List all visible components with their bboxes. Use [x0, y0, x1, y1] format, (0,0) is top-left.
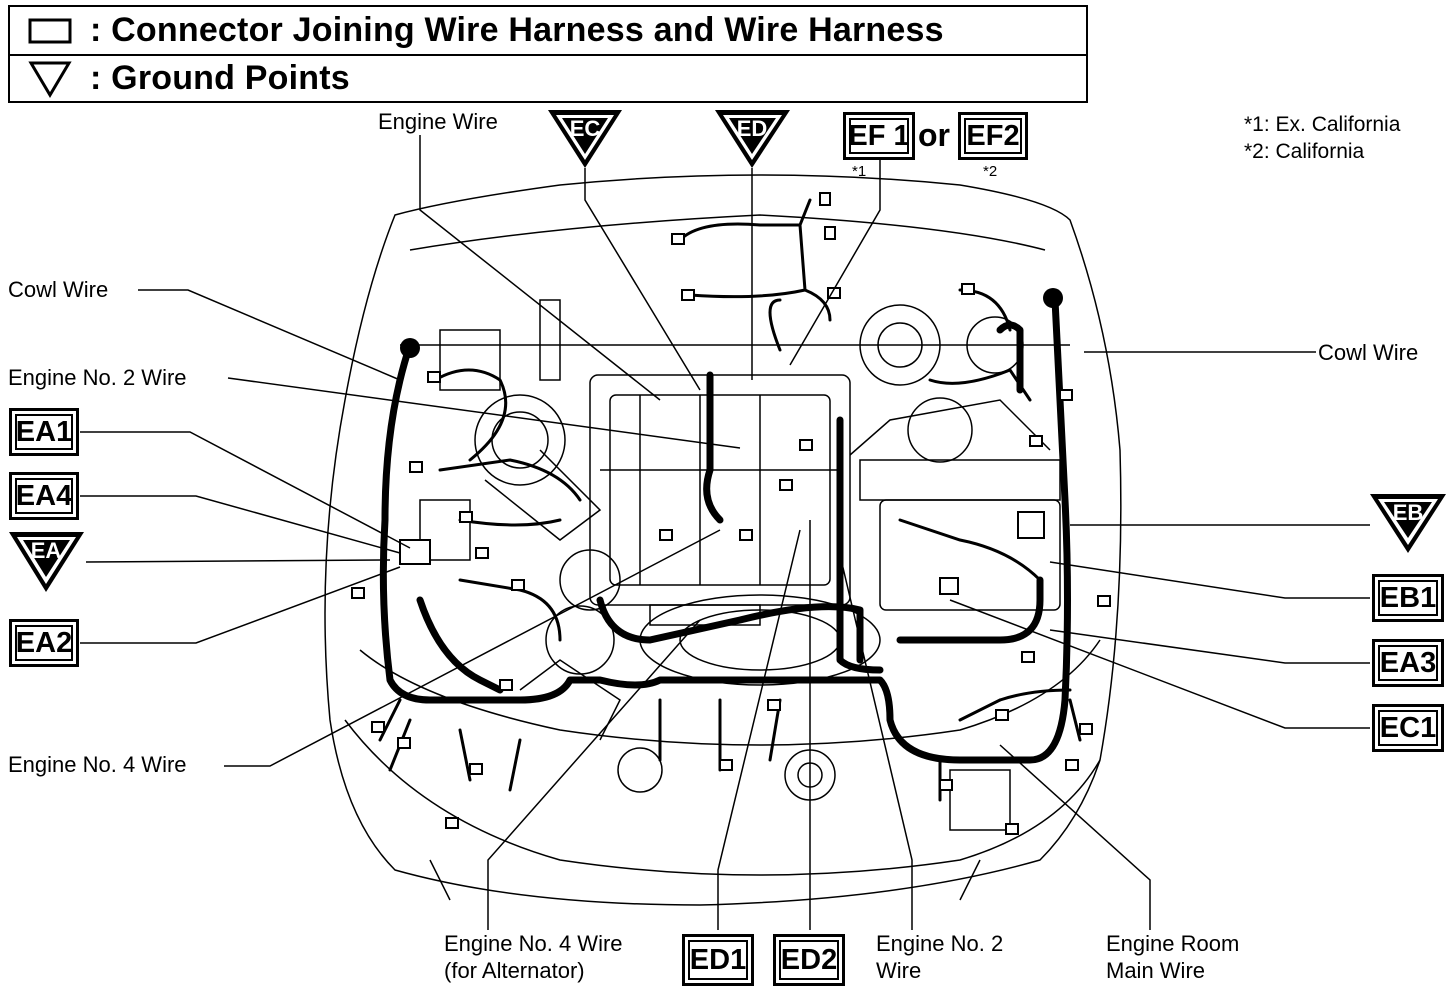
thin-wires — [378, 198, 1082, 802]
connector-eb1: EB1 — [1372, 574, 1444, 622]
legend-connector-text: : Connector Joining Wire Harness and Wir… — [90, 11, 944, 49]
label-engine-room-line2: Main Wire — [1106, 958, 1206, 983]
note-ex-california: *1: Ex. California — [1244, 113, 1401, 136]
label-engine-no2-wire-left: Engine No. 2 Wire — [8, 365, 187, 390]
connector-ed2: ED2 — [773, 934, 845, 986]
label-engine-no2-bottom-line2: Wire — [876, 958, 922, 983]
connector-symbol-icon — [10, 18, 90, 44]
connector-ec1: EC1 — [1372, 704, 1444, 752]
connector-ea2: EA2 — [9, 619, 79, 667]
small-connectors — [351, 192, 1111, 835]
label-cowl-wire-left: Cowl Wire — [8, 277, 109, 302]
connector-ea4: EA4 — [9, 472, 79, 520]
label-engine-no4-alt-line1: Engine No. 4 Wire — [444, 931, 623, 956]
connector-or-text: or — [918, 117, 950, 153]
label-engine-wire: Engine Wire — [378, 109, 498, 134]
label-engine-no2-bottom-line1: Engine No. 2 — [876, 931, 1004, 956]
legend-row-ground: : Ground Points — [10, 55, 1086, 102]
label-engine-room-line1: Engine Room — [1106, 931, 1240, 956]
label-cowl-wire-right: Cowl Wire — [1318, 340, 1419, 365]
legend-box: : Connector Joining Wire Harness and Wir… — [8, 5, 1088, 103]
ground-label-ea: EA — [30, 538, 62, 563]
label-engine-no4-wire-left: Engine No. 4 Wire — [8, 752, 187, 777]
ground-label-eb: EB — [1392, 500, 1424, 525]
legend-row-connector: : Connector Joining Wire Harness and Wir… — [10, 7, 1086, 56]
label-engine-no4-alt-line2: (for Alternator) — [444, 958, 585, 983]
connector-ef2: EF2 — [958, 112, 1028, 160]
engine-components — [419, 299, 1061, 831]
legend-ground-text: : Ground Points — [90, 59, 350, 97]
leader-lines — [80, 135, 1370, 930]
connector-ea1: EA1 — [9, 408, 79, 456]
connector-ef1-note: *1 — [852, 163, 867, 180]
ground-label-ed: ED — [736, 116, 768, 141]
note-california: *2: California — [1244, 140, 1365, 163]
ground-triangles — [9, 110, 1446, 592]
ground-label-ec: EC — [569, 116, 601, 141]
wire-harness-routes — [379, 296, 1071, 764]
connector-ef2-note: *2 — [983, 163, 998, 180]
car-body-outline — [324, 174, 1122, 906]
grommets — [400, 288, 1063, 358]
connector-ed1: ED1 — [682, 934, 754, 986]
connector-ef1: EF 1 — [843, 112, 915, 160]
connector-ea3: EA3 — [1372, 639, 1444, 687]
ground-symbol-icon — [10, 60, 90, 98]
